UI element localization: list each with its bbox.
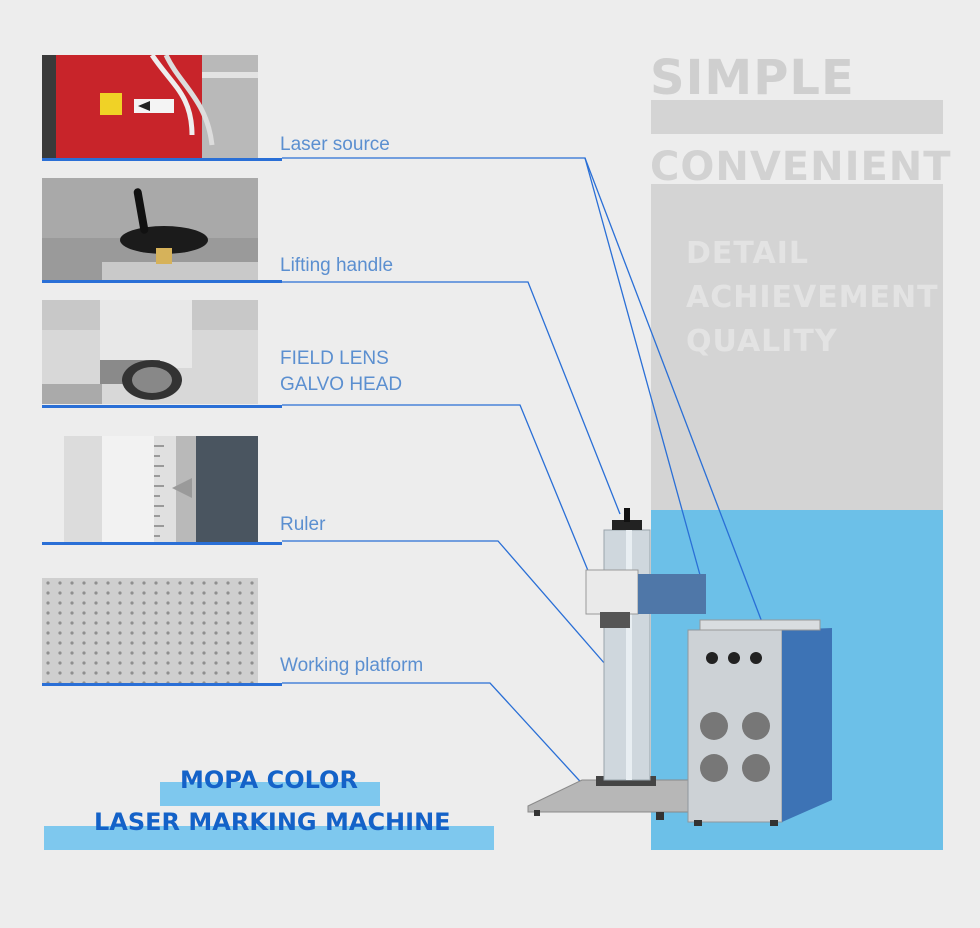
working-platform-photo [42, 578, 258, 683]
laser-source-label: Laser source [280, 134, 390, 155]
lifting-handle-underline [42, 280, 282, 283]
headline-achievement: ACHIEVEMENT [686, 280, 939, 315]
headline-convenient: CONVENIENT [650, 144, 952, 190]
galvo-head-underline [42, 405, 282, 408]
ruler-photo [42, 436, 258, 542]
title-highlight-1 [160, 782, 380, 806]
galvo-head-label: GALVO HEAD [280, 374, 403, 395]
gray-panel [651, 184, 943, 510]
lifting-handle-label: Lifting handle [280, 255, 394, 276]
working-platform-label: Working platform [280, 655, 424, 676]
headline-detail: DETAIL [686, 236, 810, 271]
laser-source-photo [42, 55, 258, 158]
headline-simple: SIMPLE [650, 50, 855, 106]
headline-quality: QUALITY [686, 324, 838, 359]
lifting-handle-photo [42, 178, 258, 280]
simple-bar [651, 100, 943, 134]
galvo-head-photo [42, 300, 258, 404]
ruler-label: Ruler [280, 514, 326, 535]
product-title-line2: LASER MARKING MACHINE [94, 808, 451, 836]
product-title-line1: MOPA COLOR [180, 766, 358, 794]
title-highlight-2 [44, 826, 494, 850]
laser-source-underline [42, 158, 282, 161]
working-platform-underline [42, 683, 282, 686]
field-lens-label: FIELD LENS [280, 348, 389, 369]
ruler-underline [42, 542, 282, 545]
